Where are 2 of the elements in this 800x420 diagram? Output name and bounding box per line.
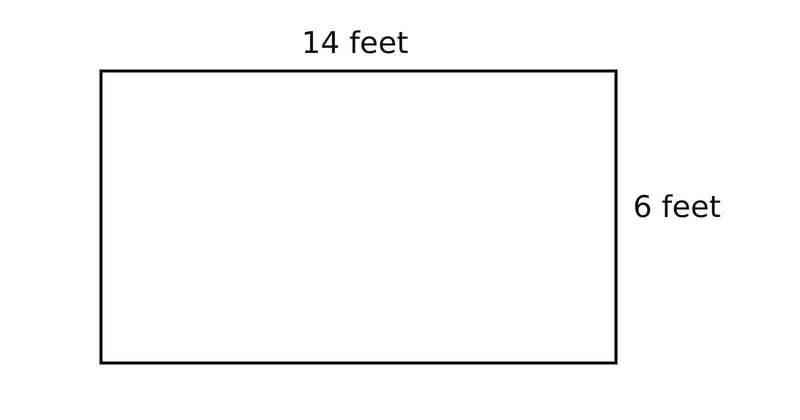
dimension-label: 14 feet bbox=[302, 29, 408, 59]
dimension-label: 6 feet bbox=[633, 193, 721, 223]
